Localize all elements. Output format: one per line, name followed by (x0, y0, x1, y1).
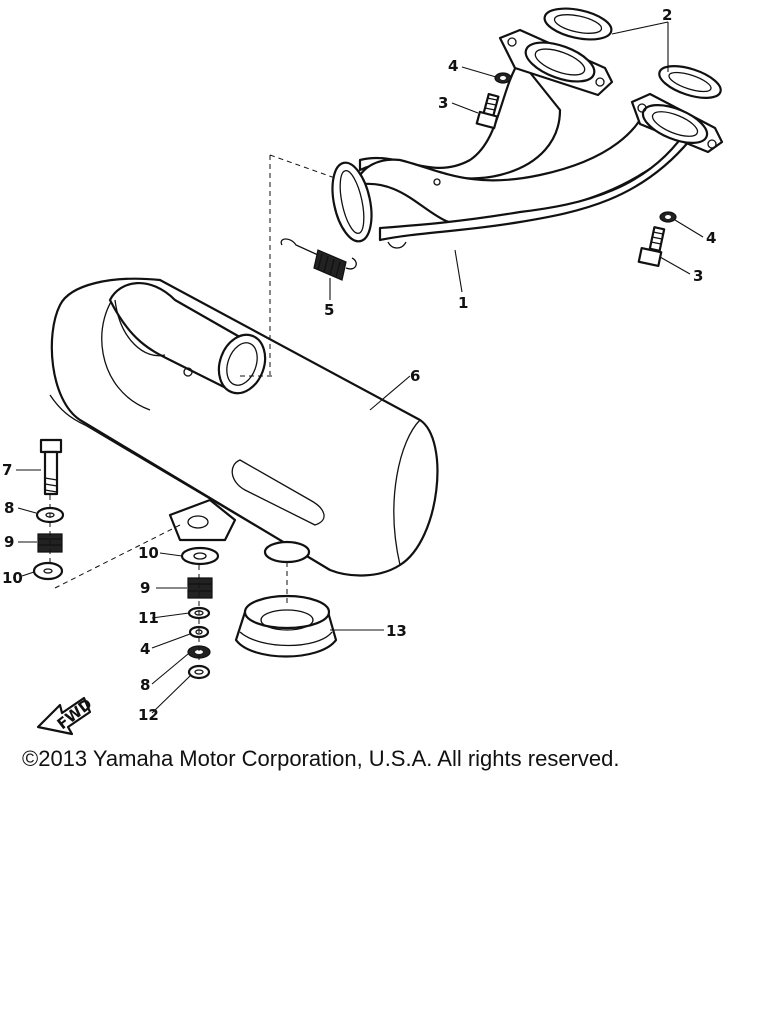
mount-bolt (39, 438, 63, 496)
callout-4-upper: 4 (448, 57, 458, 75)
leader-lines (16, 21, 704, 714)
callout-2: 2 (662, 6, 672, 24)
callout-10-left: 10 (2, 569, 23, 587)
callout-3-upper: 3 (438, 94, 448, 112)
callout-11: 11 (138, 609, 159, 627)
lower-spring-9 (187, 577, 213, 599)
callout-12: 12 (138, 706, 159, 724)
flange-bolt-lower (637, 226, 666, 268)
lower-nut-12 (187, 664, 211, 680)
callout-10-stack: 10 (138, 544, 159, 562)
flange-washer-upper (494, 72, 512, 84)
callout-1: 1 (458, 294, 468, 312)
exhaust-parts-diagram: 1 2 3 3 4 4 4 5 6 7 8 8 9 9 10 10 11 12 … (2, 6, 724, 736)
callout-4-stack: 4 (140, 640, 150, 658)
callout-9-left: 9 (4, 533, 14, 551)
callout-9-stack: 9 (140, 579, 150, 597)
callouts: 1 2 3 3 4 4 4 5 6 7 8 8 9 9 10 10 11 12 … (2, 6, 716, 724)
callout-13: 13 (386, 622, 407, 640)
lower-washer-10 (180, 546, 220, 566)
flange-washer-lower (659, 211, 677, 223)
exhaust-pipe (331, 28, 724, 249)
copyright-notice: ©2013 Yamaha Motor Corporation, U.S.A. A… (22, 746, 620, 771)
assembly-lines (49, 154, 336, 660)
damper-grommet (234, 594, 338, 658)
callout-8-left: 8 (4, 499, 14, 517)
fwd-arrow-icon: FWD (36, 695, 96, 736)
callout-7: 7 (2, 461, 12, 479)
muffler (49, 277, 439, 577)
tension-spring (280, 238, 357, 281)
callout-5: 5 (324, 301, 334, 319)
gaskets (543, 7, 722, 99)
callout-6: 6 (410, 367, 420, 385)
callout-4-lower: 4 (706, 229, 716, 247)
fwd-label: FWD (54, 695, 96, 733)
mount-washer-bottom (32, 561, 64, 581)
callout-3-lower: 3 (693, 267, 703, 285)
flange-bolt-upper (475, 92, 500, 130)
callout-8-stack: 8 (140, 676, 150, 694)
